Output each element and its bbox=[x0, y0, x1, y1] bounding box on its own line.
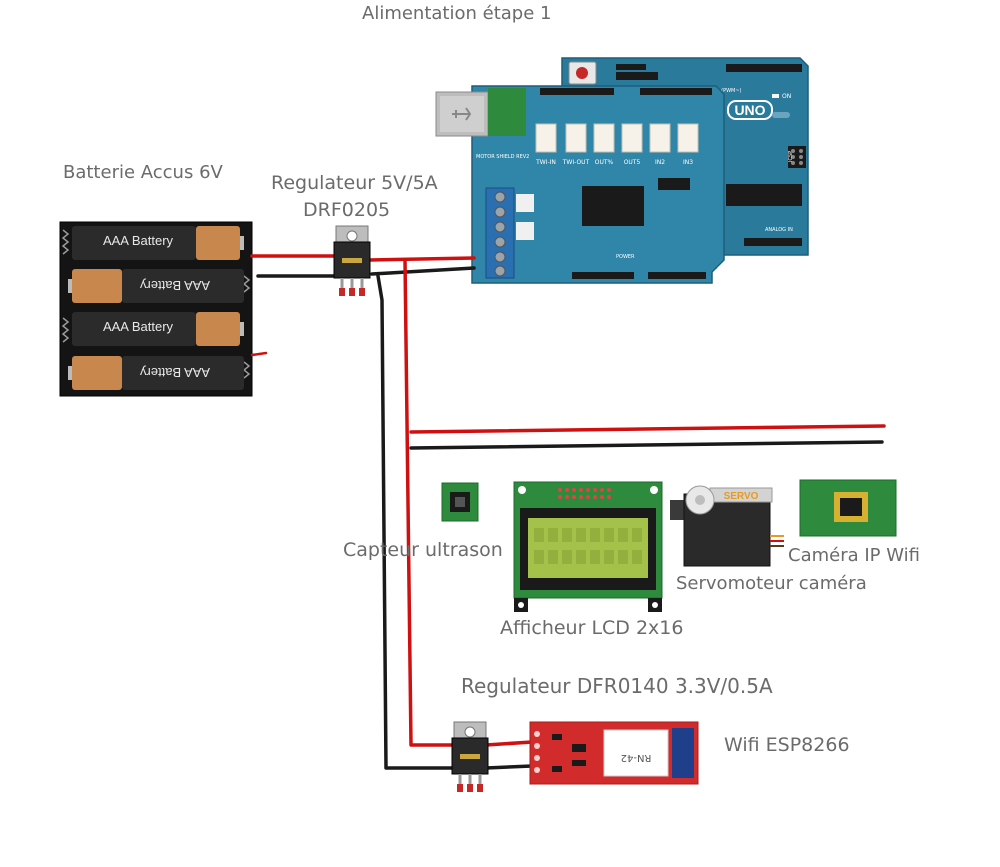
battery-cell-2 bbox=[68, 269, 244, 303]
wifi-esp8266-module: RN-42 bbox=[529, 721, 699, 785]
battery-cell-1 bbox=[72, 226, 244, 260]
port-label-twi-out: TWI-OUT bbox=[562, 159, 590, 166]
wire-gnd-to-wifi bbox=[484, 764, 534, 770]
wire-gnd-bus-horizontal bbox=[409, 440, 884, 450]
wire-gnd-to-shield bbox=[370, 266, 476, 276]
port-label-out5: OUT5 bbox=[624, 159, 641, 166]
atmega-chip bbox=[726, 184, 802, 206]
regulator-1-label: Regulateur 5V/5A bbox=[271, 172, 438, 194]
wire-gnd-bus-vertical bbox=[376, 274, 470, 770]
battery-cell-1-label: AAA Battery bbox=[103, 233, 174, 248]
lcd-display-module bbox=[513, 481, 663, 612]
wifi-chip-shield bbox=[603, 729, 669, 777]
port-label-twi-in: TWI-IN bbox=[535, 159, 556, 166]
wires bbox=[250, 254, 886, 770]
lcd-screen bbox=[528, 518, 648, 578]
wifi-chip-label: RN-42 bbox=[621, 752, 652, 763]
regulator-2-component bbox=[451, 721, 489, 792]
battery-cell-4 bbox=[68, 356, 244, 390]
regulator-1-model-label: DRF0205 bbox=[303, 199, 391, 221]
servo-brand-label: SERVO bbox=[724, 491, 759, 502]
on-led-label: ON bbox=[782, 93, 791, 100]
wire-5v-to-shield bbox=[368, 256, 476, 262]
wifi-label: Wifi ESP8266 bbox=[724, 734, 850, 756]
port-label-out4: OUT% bbox=[595, 159, 614, 166]
screw-terminal-block bbox=[485, 187, 515, 279]
analog-in-label: ANALOG IN bbox=[765, 227, 793, 233]
regulator-2-label: Regulateur DFR0140 3.3V/0.5A bbox=[461, 674, 773, 698]
shield-name-label: MOTOR SHIELD REV2 bbox=[476, 154, 529, 160]
battery-cell-3-label: AAA Battery bbox=[103, 319, 174, 334]
wire-3v3-to-wifi bbox=[484, 740, 534, 747]
camera-label: Caméra IP Wifi bbox=[788, 545, 920, 566]
battery-label: Batterie Accus 6V bbox=[63, 162, 223, 183]
servo-motor: SERVO bbox=[670, 485, 784, 567]
shield-port-connectors bbox=[535, 123, 699, 153]
battery-cell-4-label: AAA Battery bbox=[139, 365, 210, 380]
ultrasonic-sensor-module bbox=[441, 482, 479, 522]
wire-5v-bus-vertical bbox=[403, 258, 470, 747]
wire-battery-lead bbox=[250, 351, 268, 357]
lcd-label: Afficheur LCD 2x16 bbox=[500, 617, 684, 639]
port-label-in3: IN3 bbox=[683, 159, 693, 166]
ultrasonic-label: Capteur ultrason bbox=[343, 539, 503, 561]
port-label-in2: IN2 bbox=[655, 159, 665, 166]
icsp-label: ICSP bbox=[788, 151, 794, 162]
wire-5v-bus-horizontal bbox=[409, 424, 886, 434]
battery-cell-2-label: AAA Battery bbox=[139, 278, 210, 293]
motor-shield: TWI-IN TWI-OUT OUT% OUT5 IN2 IN3 MOTOR S… bbox=[435, 85, 725, 284]
power-header-label: POWER bbox=[616, 254, 635, 260]
battery-cell-3 bbox=[72, 312, 244, 346]
diagram-title: Alimentation étape 1 bbox=[362, 3, 552, 24]
uno-label: UNO bbox=[734, 102, 765, 118]
battery-pack: AAA Battery AAA Battery AAA Battery AAA … bbox=[59, 221, 253, 397]
motor-driver-chip bbox=[582, 186, 644, 226]
regulator-1-component bbox=[333, 225, 371, 296]
wifi-antenna bbox=[672, 728, 694, 778]
ip-camera-module bbox=[799, 479, 897, 537]
reset-button-cap bbox=[576, 67, 588, 79]
uno-logo bbox=[727, 100, 773, 120]
servo-label: Servomoteur caméra bbox=[676, 573, 867, 594]
